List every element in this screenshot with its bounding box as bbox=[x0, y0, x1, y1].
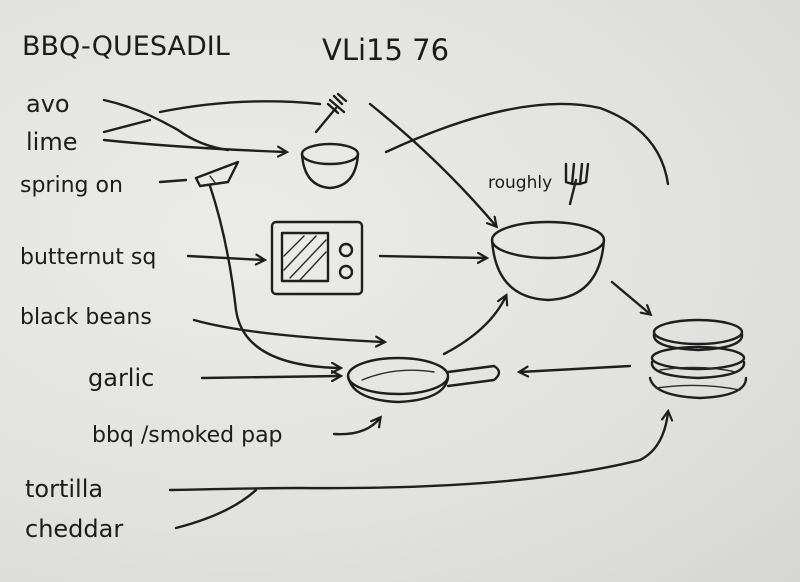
ingredient-black-beans: black beans bbox=[20, 305, 152, 330]
arrow-stack-to-pan bbox=[520, 364, 632, 372]
knife-icon bbox=[194, 160, 240, 188]
recipe-code: VLi15 76 bbox=[322, 33, 449, 67]
arrow-garlic bbox=[200, 376, 340, 378]
arrow-bowl-to-stack bbox=[610, 280, 650, 314]
microwave-icon bbox=[270, 220, 364, 296]
arrow-fork-to-bowl bbox=[368, 102, 496, 226]
large-bowl-icon bbox=[490, 220, 606, 302]
small-bowl-icon bbox=[300, 142, 360, 190]
ingredient-spring-onion: spring on bbox=[20, 173, 123, 198]
ingredient-butternut: butternut sq bbox=[20, 245, 156, 270]
masher-fork-icon bbox=[564, 162, 590, 206]
arrow-cheddar bbox=[174, 488, 258, 530]
arrow-spring-onion bbox=[208, 184, 340, 368]
ingredient-garlic: garlic bbox=[88, 364, 154, 392]
arrow-pan-to-bowl bbox=[442, 296, 506, 356]
arrow-butternut bbox=[186, 256, 264, 260]
annotation-roughly: roughly bbox=[488, 173, 552, 193]
quesadilla-stack-icon bbox=[648, 318, 748, 400]
ingredient-paprika: bbq /smoked pap bbox=[92, 423, 283, 448]
flow-arrows bbox=[102, 98, 670, 530]
ingredient-tortilla: tortilla bbox=[25, 475, 103, 503]
ingredient-avo: avo bbox=[26, 90, 70, 118]
ingredient-lime: lime bbox=[26, 128, 77, 156]
arrow-bowl-curve bbox=[384, 102, 670, 186]
arrow-microwave-to-bowl bbox=[378, 256, 486, 258]
frying-pan-icon bbox=[346, 356, 501, 404]
arrow-tortilla bbox=[168, 412, 668, 492]
arrow-paprika bbox=[332, 418, 380, 436]
fork-icon bbox=[314, 92, 348, 134]
arrow-black-beans bbox=[192, 318, 384, 342]
arrow-avo bbox=[102, 98, 230, 152]
ingredient-cheddar: cheddar bbox=[25, 515, 123, 543]
arrow-lime bbox=[102, 118, 286, 152]
recipe-title: BBQ-QUESADIL bbox=[22, 31, 230, 62]
